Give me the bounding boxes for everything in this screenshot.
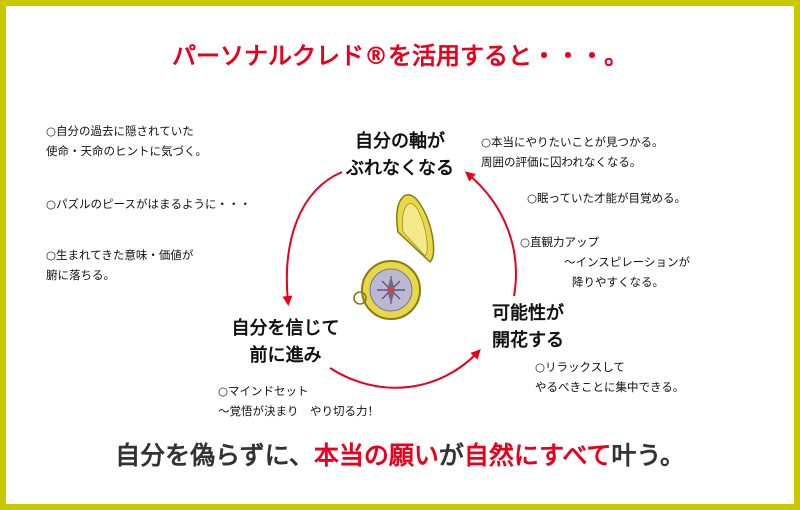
note-puzzle-pieces: ○パズルのピースがはまるように・・・	[46, 194, 251, 214]
note-meaning-value: ○生まれてきた意味・価値が 腑に落ちる。	[46, 245, 193, 285]
note-relax-focus: ○リラックスして やるべきことに集中できる。	[535, 357, 684, 397]
cycle-arrow-top-to-left	[287, 172, 342, 302]
compass-illustration	[354, 195, 434, 319]
conclusion-line: 自分を偽らずに、本当の願いが自然にすべて叶う。	[0, 436, 800, 472]
node-potential-blooms: 可能性が 開花する	[478, 300, 578, 354]
note-mission-hint: ○自分の過去に隠されていた 使命・天命のヒントに気づく。	[46, 121, 207, 161]
note-mindset: ○マインドセット 〜覚悟が決まり やり切る力！	[218, 381, 379, 421]
note-talent-awakens: ○眠っていた才能が目覚める。	[527, 188, 686, 208]
node-believe-in-self: 自分を信じて 前に進み	[218, 315, 353, 369]
note-intuition-up: ○直観力アップ 〜インスピレーションが 降りやすくなる。	[520, 232, 690, 292]
note-find-true-wish: ○本当にやりたいことが見つかる。 周囲の評価に囚われなくなる。	[481, 132, 664, 172]
node-stable-axis: 自分の軸が ぶれなくなる	[325, 128, 475, 182]
cycle-arrow-right-to-top	[468, 174, 516, 296]
